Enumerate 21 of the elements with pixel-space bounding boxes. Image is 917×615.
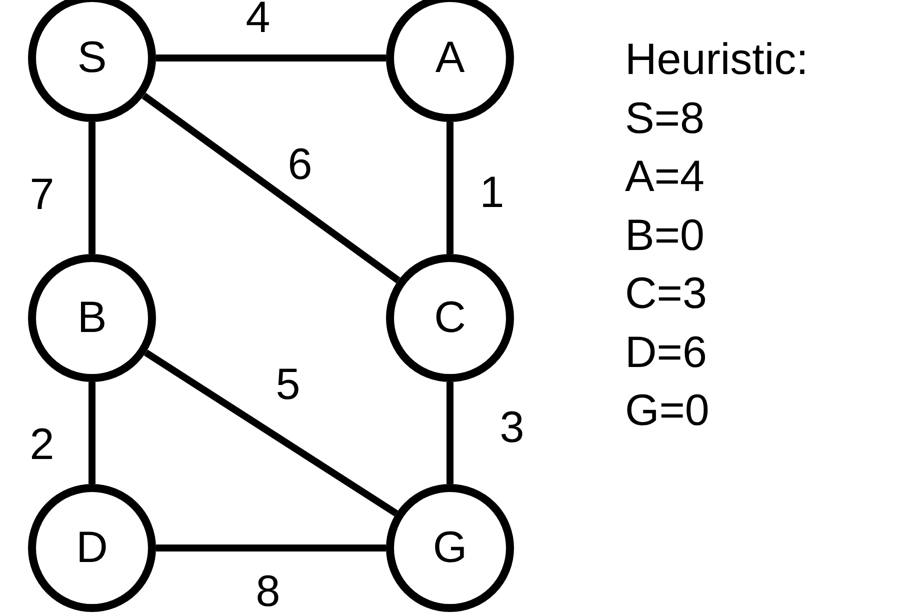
- node-label: S: [77, 36, 107, 80]
- legend-heading: Heuristic:: [625, 38, 808, 82]
- heuristic-value: A=4: [625, 155, 705, 199]
- heuristic-value: G=0: [625, 389, 710, 433]
- connector-line: [144, 350, 398, 516]
- connector-line: [88, 122, 96, 254]
- node-label: D: [76, 526, 108, 570]
- heuristic-value: C=3: [625, 272, 707, 316]
- heuristic-value: D=6: [625, 330, 707, 374]
- connector-line: [156, 54, 386, 62]
- node-label: G: [432, 526, 468, 570]
- connector-line: [142, 92, 400, 284]
- node-label: C: [434, 296, 466, 340]
- connector-line: [446, 122, 454, 254]
- node-label: B: [77, 296, 107, 340]
- heuristic-value: B=0: [625, 214, 705, 258]
- connector-line: [88, 382, 96, 484]
- connector-line: [156, 544, 386, 552]
- node-label: A: [435, 36, 465, 80]
- connector-line: [446, 382, 454, 484]
- heuristic-value: S=8: [625, 96, 705, 140]
